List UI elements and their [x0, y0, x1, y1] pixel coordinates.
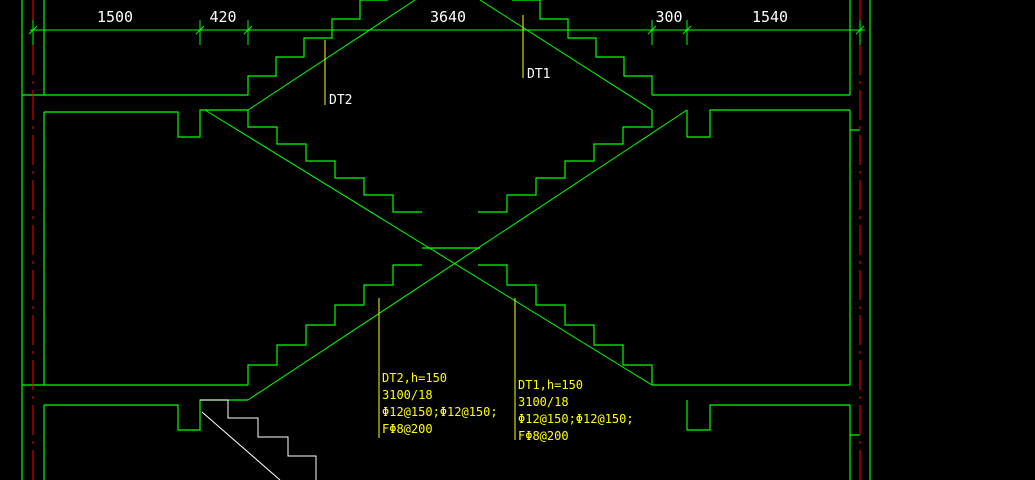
dt2-note-line-3: Φ12@150;Φ12@150; — [382, 405, 498, 419]
dimension-line-group — [28, 20, 865, 45]
dimension-slash-6 — [855, 25, 865, 35]
dt2-note-line-4: FΦ8@200 — [382, 422, 433, 436]
flight-upper-right-up — [512, 0, 653, 95]
flight-upper-left-up — [247, 0, 388, 95]
bottom-landing-right-bottom — [686, 400, 850, 431]
dt2-note-line-1: DT2,h=150 — [382, 371, 447, 385]
flight-lower-left-up — [247, 264, 422, 385]
dimension-slash-3 — [243, 25, 253, 35]
dimension-420: 420 — [209, 8, 236, 26]
stair-break-lines — [204, 0, 688, 401]
dimension-1540: 1540 — [752, 8, 788, 26]
dt2-note: DT2,h=150 3100/18 Φ12@150;Φ12@150; FΦ8@2… — [382, 371, 498, 436]
flight-lower-right-up — [478, 264, 653, 385]
break-line-upper-left — [247, 0, 416, 111]
dimension-1500: 1500 — [97, 8, 133, 26]
wall-outlines — [21, 0, 871, 480]
top-landing-right-bottom — [686, 109, 850, 138]
dimension-ticks — [28, 20, 865, 45]
dt1-note: DT1,h=150 3100/18 Φ12@150;Φ12@150; FΦ8@2… — [518, 378, 634, 443]
flight-mid-right-down — [478, 110, 653, 213]
flight-mid-left-down — [247, 110, 422, 213]
lower-stair-break-line — [201, 411, 281, 480]
break-line-long-down — [204, 109, 653, 386]
dimension-slash-2 — [195, 25, 205, 35]
lower-stair-outline — [200, 399, 317, 480]
dt2-tag: DT2 — [329, 93, 352, 108]
dt1-note-line-3: Φ12@150;Φ12@150; — [518, 412, 634, 426]
leader-lines — [324, 15, 524, 440]
stair-steps — [247, 0, 653, 385]
dimension-slash-5 — [682, 25, 692, 35]
dimension-values: 1500 420 3640 300 1540 — [97, 8, 788, 26]
dt1-note-line-4: FΦ8@200 — [518, 429, 569, 443]
dimension-3640: 3640 — [430, 8, 466, 26]
break-line-upper-right — [479, 0, 653, 111]
top-landing-left-bottom — [44, 109, 248, 138]
break-line-long-up — [247, 109, 688, 401]
dt2-note-line-2: 3100/18 — [382, 388, 433, 402]
dimension-slash-4 — [647, 25, 657, 35]
dt1-note-line-2: 3100/18 — [518, 395, 569, 409]
dt1-note-line-1: DT1,h=150 — [518, 378, 583, 392]
dimension-slash-1 — [28, 25, 38, 35]
axis-lines — [32, 0, 861, 480]
dimension-300: 300 — [655, 8, 682, 26]
dt1-tag: DT1 — [527, 67, 550, 82]
